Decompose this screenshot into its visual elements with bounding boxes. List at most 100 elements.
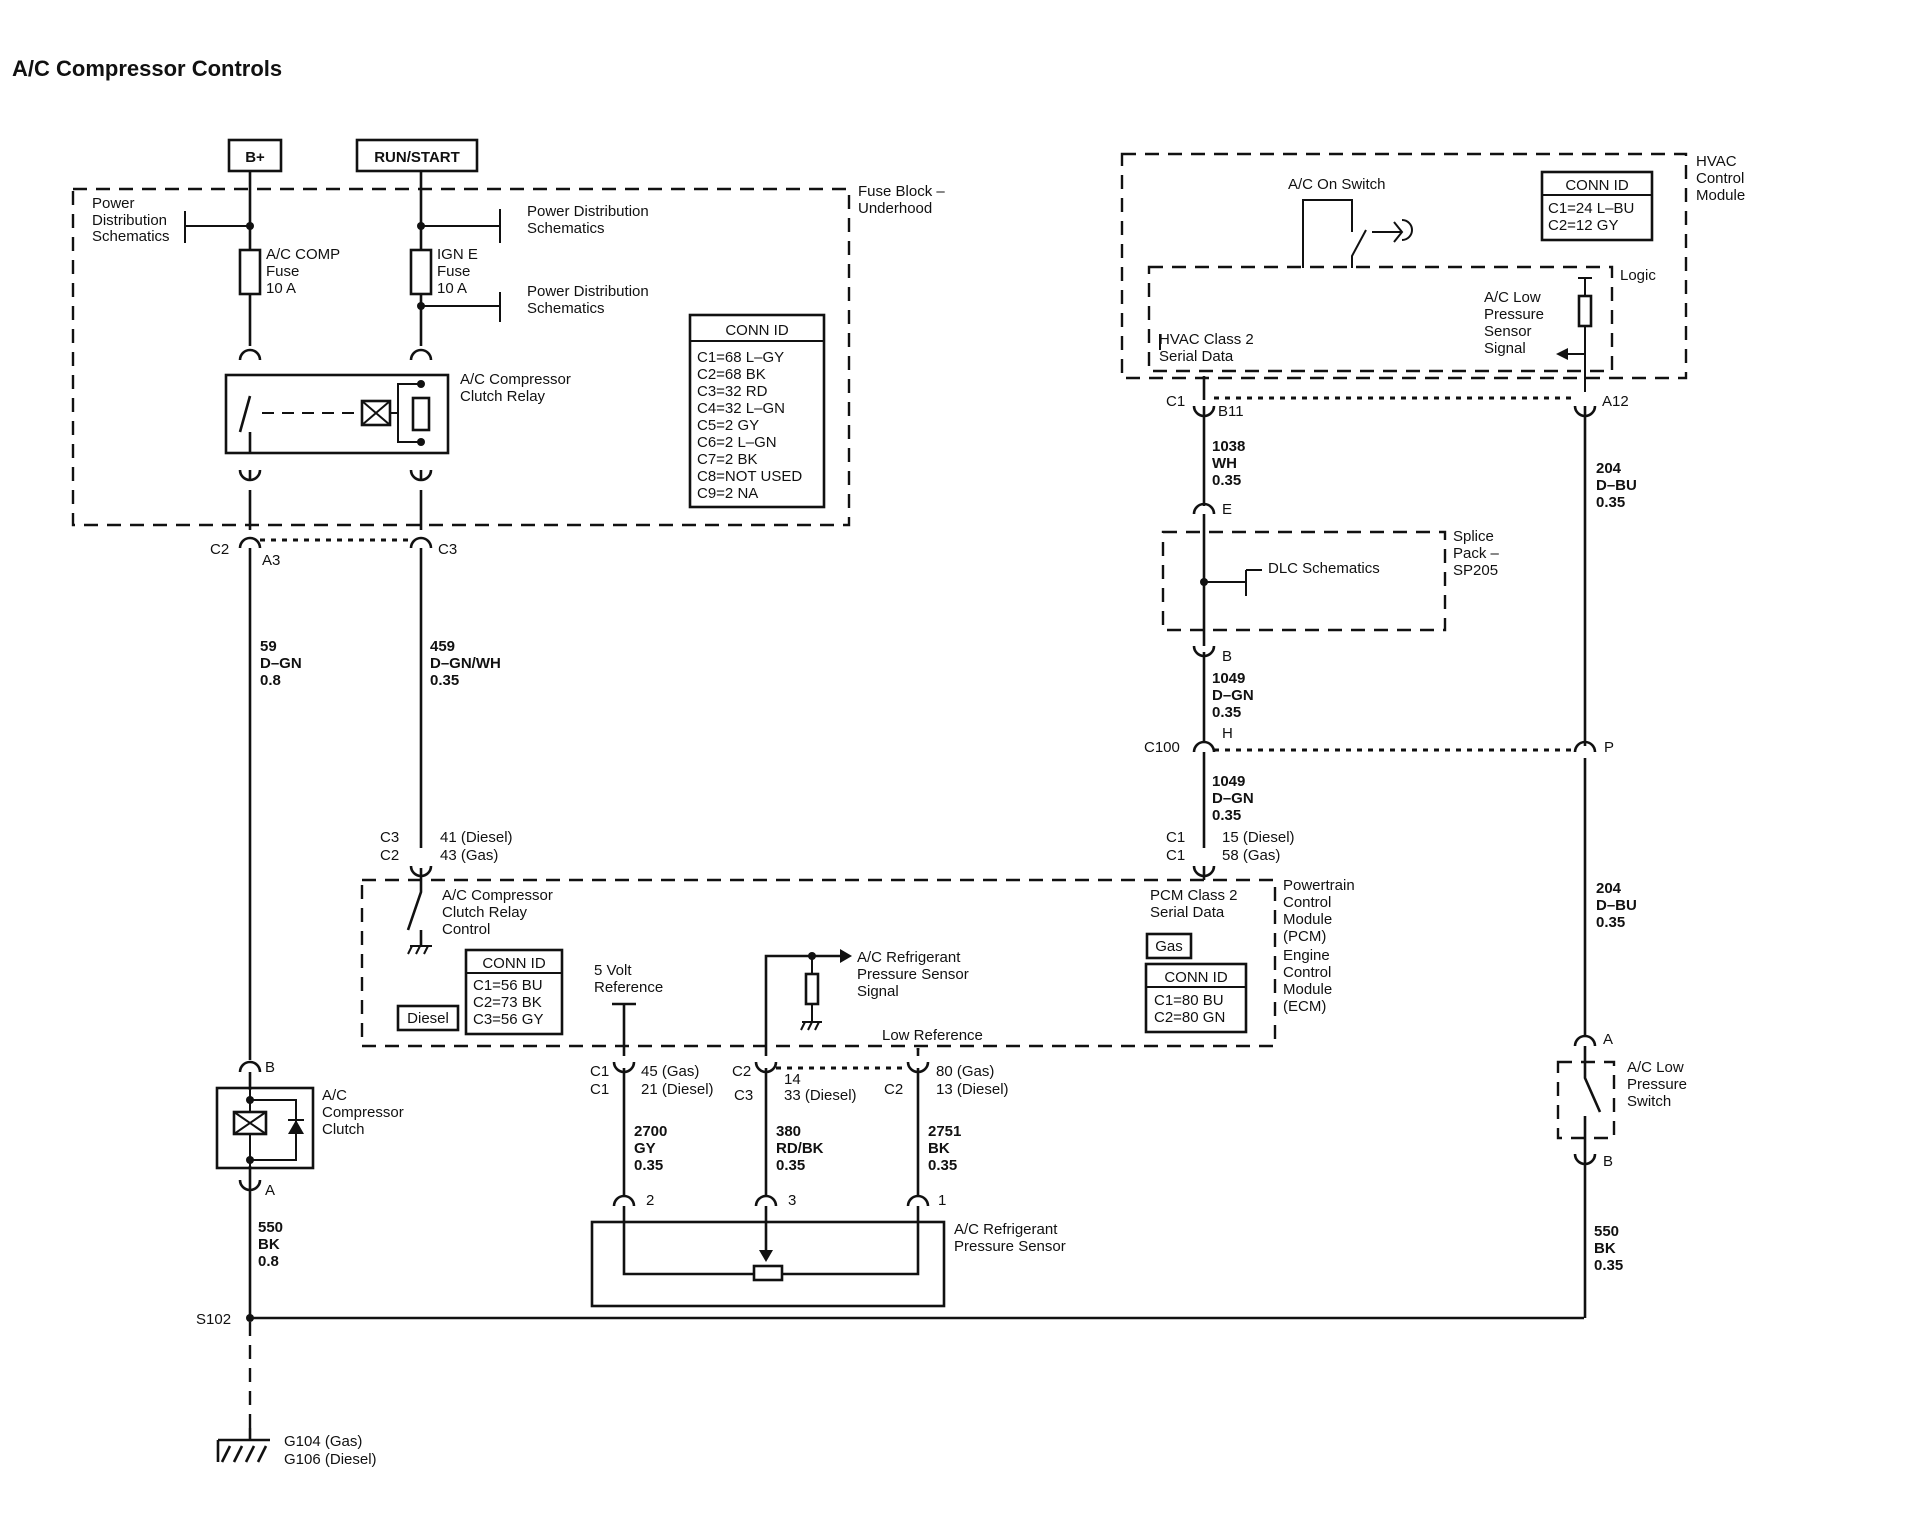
svg-text:80 (Gas): 80 (Gas)	[936, 1063, 994, 1080]
svg-text:Clutch: Clutch	[322, 1121, 365, 1138]
ac-comp-fuse-icon	[238, 248, 262, 296]
svg-text:RD/BK: RD/BK	[776, 1140, 824, 1157]
svg-text:43 (Gas): 43 (Gas)	[440, 847, 498, 864]
svg-text:0.35: 0.35	[928, 1157, 957, 1174]
svg-text:Control: Control	[1283, 894, 1331, 911]
svg-text:Diesel: Diesel	[407, 1010, 449, 1027]
wire-1049b-label: 1049	[1212, 773, 1245, 790]
svg-text:Module: Module	[1696, 187, 1745, 204]
lp-signal-label: A/C Low	[1484, 289, 1541, 306]
svg-text:Schematics: Schematics	[527, 220, 605, 237]
pcm-conn-id: CONN ID C1=80 BU C2=80 GN	[1144, 962, 1248, 1034]
svg-text:58 (Gas): 58 (Gas)	[1222, 847, 1280, 864]
pds-right1-label: Power Distribution	[527, 203, 649, 220]
svg-text:C2: C2	[380, 847, 399, 864]
hvac-module-label: HVAC	[1696, 153, 1737, 170]
svg-text:A: A	[265, 1182, 275, 1199]
hvac-logic-outline	[1147, 265, 1614, 373]
svg-text:Schematics: Schematics	[92, 228, 170, 245]
bplus-label: B+	[245, 149, 265, 166]
svg-text:C6=2 L–GN: C6=2 L–GN	[697, 434, 777, 451]
svg-text:C2=80 GN: C2=80 GN	[1154, 1009, 1225, 1026]
svg-text:41 (Diesel): 41 (Diesel)	[440, 829, 513, 846]
svg-text:Sensor: Sensor	[1484, 323, 1532, 340]
svg-text:Reference: Reference	[594, 979, 663, 996]
pds-right2-label: Power Distribution	[527, 283, 649, 300]
svg-text:C5=2 GY: C5=2 GY	[697, 417, 759, 434]
five-volt-label: 5 Volt	[594, 962, 632, 979]
svg-text:B: B	[265, 1059, 275, 1076]
svg-text:C3=56 GY: C3=56 GY	[473, 1011, 543, 1028]
svg-text:C1=68 L–GY: C1=68 L–GY	[697, 349, 784, 366]
svg-text:Switch: Switch	[1627, 1093, 1671, 1110]
svg-text:(ECM): (ECM)	[1283, 998, 1326, 1015]
svg-text:Fuse: Fuse	[266, 263, 299, 280]
wire-204b-label: 204	[1596, 880, 1622, 897]
svg-text:Module: Module	[1283, 981, 1332, 998]
svg-text:C9=2 NA: C9=2 NA	[697, 485, 758, 502]
svg-text:BK: BK	[258, 1236, 280, 1253]
svg-text:SP205: SP205	[1453, 562, 1498, 579]
svg-text:C1=24 L–BU: C1=24 L–BU	[1548, 200, 1634, 217]
svg-text:Schematics: Schematics	[527, 300, 605, 317]
svg-text:CONN ID: CONN ID	[725, 322, 789, 339]
svg-text:CONN ID: CONN ID	[482, 955, 546, 972]
fuse-block-label: Fuse Block –	[858, 183, 945, 200]
svg-text:GY: GY	[634, 1140, 656, 1157]
svg-text:Control: Control	[442, 921, 490, 938]
run-start-source: RUN/START	[355, 138, 479, 173]
svg-text:Control: Control	[1696, 170, 1744, 187]
svg-text:Control: Control	[1283, 964, 1331, 981]
splice-pack-outline	[1161, 530, 1447, 632]
clutch-diode-icon	[288, 1120, 304, 1134]
svg-text:BK: BK	[928, 1140, 950, 1157]
svg-text:1: 1	[938, 1192, 946, 1209]
diagram-title: A/C Compressor Controls	[12, 56, 282, 81]
c100-label: C100	[1144, 739, 1180, 756]
svg-text:3: 3	[788, 1192, 796, 1209]
signal-label: A/C Refrigerant	[857, 949, 961, 966]
hvac-pullup-resistor-icon	[1577, 294, 1593, 328]
svg-text:Pack –: Pack –	[1453, 545, 1500, 562]
svg-text:C2=68 BK: C2=68 BK	[697, 366, 766, 383]
lp-signal-arrow-icon	[1556, 348, 1568, 360]
svg-text:E: E	[1222, 501, 1232, 518]
wire-459-label: 459	[430, 638, 455, 655]
svg-text:0.8: 0.8	[260, 672, 281, 689]
diesel-badge: Diesel	[396, 1004, 460, 1032]
pds-right-brackets	[421, 209, 501, 322]
wire-204a-label: 204	[1596, 460, 1622, 477]
relay-control-switch	[406, 868, 423, 946]
fuse-a3-label: A3	[262, 552, 280, 569]
pds-left-bracket	[184, 211, 250, 243]
pcm-name-label: Powertrain	[1283, 877, 1355, 894]
svg-text:Gas: Gas	[1155, 938, 1183, 955]
svg-text:Pressure: Pressure	[1627, 1076, 1687, 1093]
fuse-c2-label: C2	[210, 541, 229, 558]
wire-1038-label: 1038	[1212, 438, 1245, 455]
run-start-label: RUN/START	[374, 149, 460, 166]
svg-text:D–GN: D–GN	[1212, 790, 1254, 807]
lp-switch-label: A/C Low	[1627, 1059, 1684, 1076]
svg-text:0.35: 0.35	[1212, 807, 1241, 824]
svg-text:14: 14	[784, 1071, 801, 1088]
svg-text:0.35: 0.35	[1596, 914, 1625, 931]
svg-text:C3: C3	[734, 1087, 753, 1104]
svg-text:0.35: 0.35	[1594, 1257, 1623, 1274]
pds-left-label: Power	[92, 195, 135, 212]
svg-text:15 (Diesel): 15 (Diesel)	[1222, 829, 1295, 846]
fuse-block-conn-id: CONN ID C1=68 L–GY C2=68 BK C3=32 RD C4=…	[688, 313, 826, 509]
sensor-wires	[622, 1068, 920, 1196]
ground-g104-label: G104 (Gas)	[284, 1433, 362, 1450]
fuse-block-outline	[71, 187, 851, 527]
s102-label: S102	[196, 1311, 231, 1328]
svg-text:C2: C2	[732, 1063, 751, 1080]
ac-compressor-clutch-relay	[224, 373, 450, 455]
hvac-a12-label: A12	[1602, 393, 1629, 410]
ign-e-fuse-icon	[409, 248, 433, 296]
svg-text:C2=73 BK: C2=73 BK	[473, 994, 542, 1011]
low-ref-label: Low Reference	[882, 1027, 983, 1044]
svg-text:Distribution: Distribution	[92, 212, 167, 229]
